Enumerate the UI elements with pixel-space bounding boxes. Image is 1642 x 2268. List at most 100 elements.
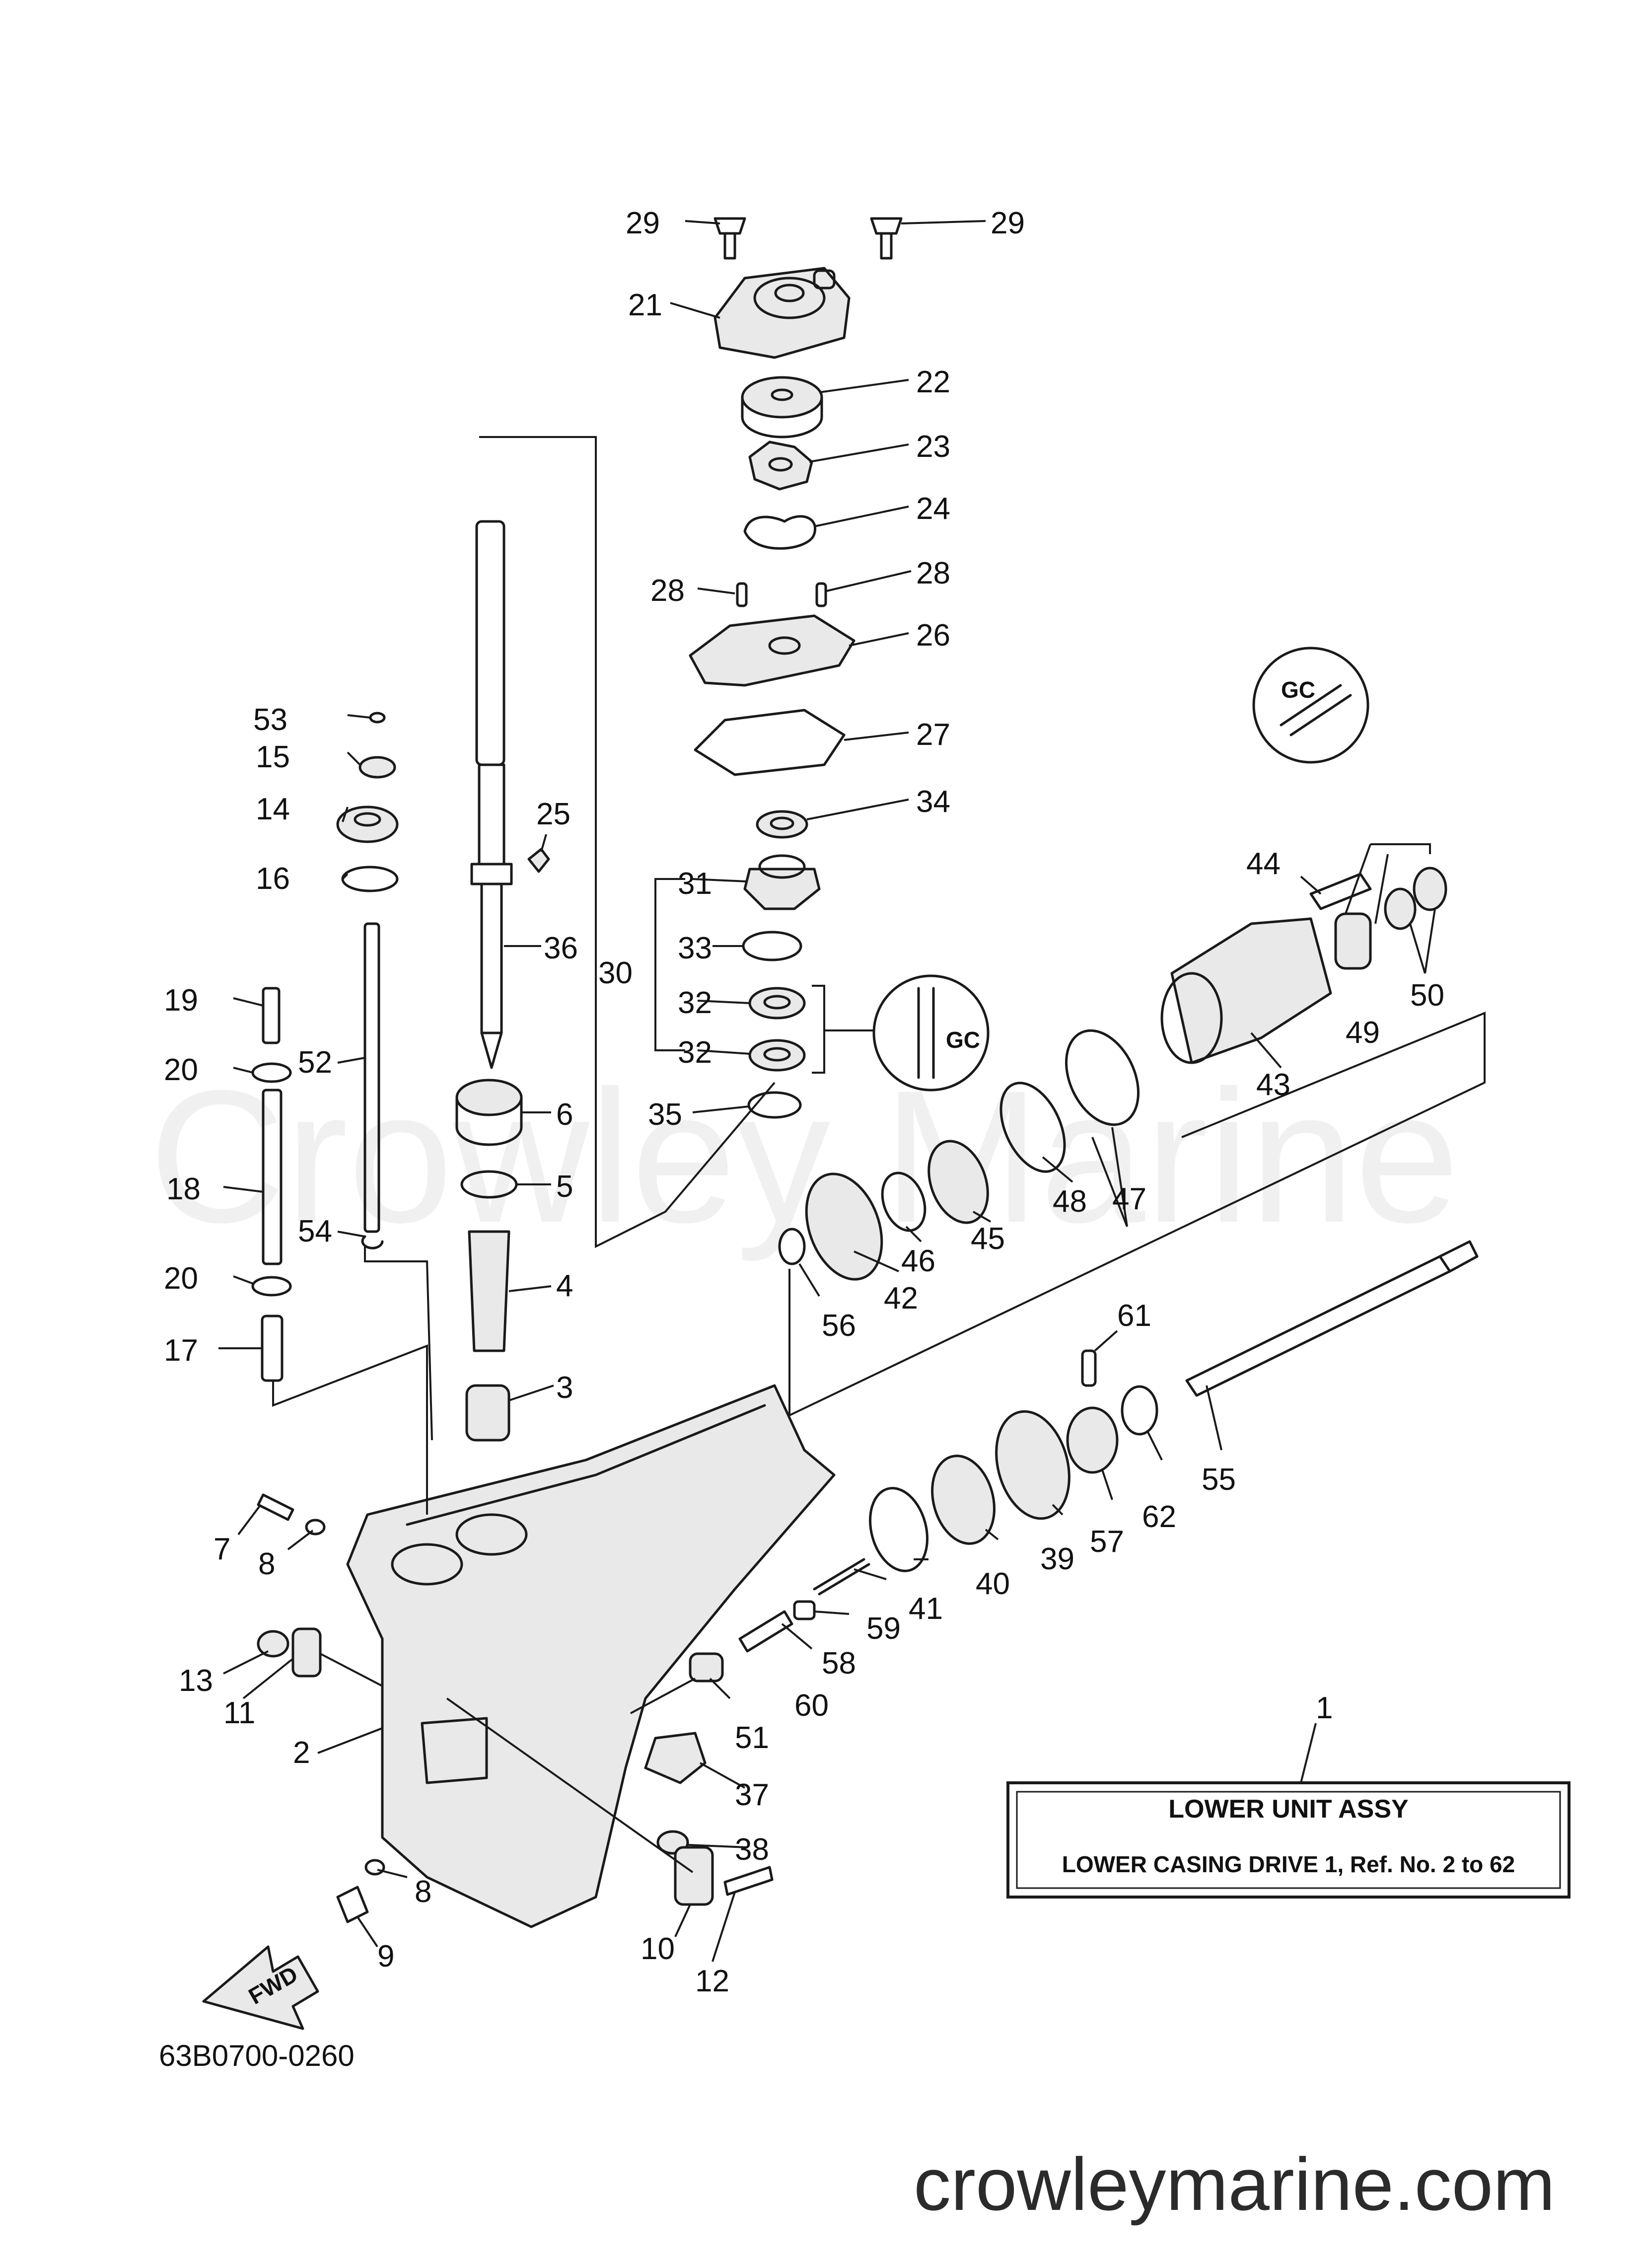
washer-8-lower	[364, 1859, 385, 1876]
callout-31: 31	[678, 867, 712, 901]
callout-9: 9	[377, 1939, 394, 1974]
callout-48: 48	[1053, 1184, 1087, 1219]
grommet-11	[291, 1627, 322, 1678]
callout-41: 41	[909, 1592, 943, 1626]
propeller-shaft-55	[1185, 1240, 1479, 1397]
callout-35: 35	[648, 1097, 682, 1132]
hose-nipple-17	[261, 1315, 284, 1382]
callout-32: 32	[678, 1035, 712, 1070]
callout-17: 17	[164, 1333, 198, 1368]
callout-1: 1	[1316, 1691, 1333, 1725]
water-pump-housing-21	[714, 267, 851, 359]
o-ring-16	[341, 866, 399, 892]
callout-51: 51	[735, 1721, 769, 1755]
callout-28: 28	[650, 574, 685, 608]
bolt-44	[1309, 873, 1372, 910]
callout-labels: 29 29 21 22 23 24 28 28 26 27 34 31 33 3…	[164, 206, 1444, 1998]
washer-15	[358, 756, 396, 779]
callout-13: 13	[179, 1664, 213, 1698]
callout-2: 2	[293, 1736, 310, 1770]
callout-54: 54	[298, 1214, 332, 1248]
svg-text:GC: GC	[946, 1027, 980, 1053]
shim-56	[778, 1228, 806, 1265]
callout-12: 12	[695, 1964, 729, 1998]
callout-59: 59	[866, 1611, 901, 1646]
callout-43: 43	[1256, 1068, 1290, 1102]
callout-57: 57	[1090, 1525, 1124, 1559]
o-ring-24	[743, 515, 817, 550]
forward-direction-arrow: FWD	[202, 1945, 319, 2030]
bolt-9	[336, 1886, 369, 1923]
ball-bearing-45	[928, 1140, 989, 1224]
callout-26: 26	[916, 618, 950, 653]
grease-symbol-top: GC	[1252, 647, 1369, 764]
grease-symbol-middle: GC	[872, 974, 990, 1092]
dowel-pin-28-right	[815, 582, 827, 607]
callout-4: 4	[556, 1269, 573, 1303]
callout-20: 20	[164, 1261, 198, 1296]
callout-22: 22	[916, 365, 950, 399]
callout-24: 24	[916, 492, 950, 526]
callout-47: 47	[1112, 1182, 1146, 1216]
pump-insert-cartridge-22	[741, 376, 823, 439]
bushing-6	[455, 1079, 523, 1146]
outer-plate-cartridge-26	[689, 614, 856, 687]
circlip-53	[369, 712, 386, 724]
callout-27: 27	[916, 718, 950, 752]
callout-45: 45	[971, 1222, 1005, 1256]
callout-10: 10	[641, 1932, 675, 1966]
callout-60: 60	[794, 1688, 829, 1723]
diagram-code: 63B0700-0260	[159, 2039, 355, 2072]
pinion-37	[644, 1732, 707, 1784]
callout-28: 28	[916, 556, 950, 590]
dowel-pin-28-left	[736, 582, 748, 607]
callout-40: 40	[976, 1567, 1010, 1601]
gasket-35	[747, 1091, 802, 1119]
watermark-text: Crowley Marine	[149, 1051, 1460, 1263]
callout-55: 55	[1202, 1463, 1236, 1497]
callout-49: 49	[1346, 1016, 1380, 1050]
assy-box-title: LOWER UNIT ASSY	[1168, 1795, 1408, 1824]
shim-48	[999, 1082, 1066, 1173]
cross-pin-61	[1081, 1349, 1097, 1387]
callout-32: 32	[678, 986, 712, 1020]
callout-38: 38	[735, 1832, 769, 1867]
shift-plunger-60	[738, 1610, 793, 1653]
callout-61: 61	[1117, 1299, 1151, 1333]
needle-bearing-3	[465, 1384, 510, 1442]
hose-18	[262, 1089, 283, 1265]
svg-text:GC: GC	[1281, 677, 1315, 703]
callout-7: 7	[214, 1532, 230, 1566]
sleeve-4	[468, 1230, 510, 1352]
spring-62	[1121, 1385, 1158, 1436]
callout-36: 36	[544, 931, 578, 965]
lower-unit-assy-box: LOWER UNIT ASSY LOWER CASING DRIVE 1, Re…	[1006, 1781, 1571, 1899]
callout-56: 56	[822, 1309, 856, 1343]
grommet-10	[674, 1846, 714, 1906]
callout-53: 53	[253, 703, 287, 737]
shim-41	[868, 1487, 929, 1572]
gasket-27	[694, 709, 846, 776]
forward-gear-39	[995, 1410, 1071, 1520]
callout-29: 29	[991, 206, 1025, 240]
callout-8: 8	[415, 1875, 431, 1909]
bolt-29-right	[870, 217, 903, 260]
callout-46: 46	[901, 1244, 935, 1278]
needle-bearing-49	[1334, 912, 1372, 970]
oil-seal-housing-31	[743, 854, 821, 910]
callout-8: 8	[258, 1547, 275, 1581]
callout-29: 29	[626, 206, 660, 240]
clip-20-lower	[251, 1276, 292, 1297]
callout-33: 33	[678, 931, 712, 965]
oil-seal-32-lower	[748, 1039, 806, 1072]
oil-seal-50-a	[1384, 887, 1417, 930]
oil-seal-34	[756, 810, 808, 839]
woodruff-key-25	[527, 848, 550, 873]
callout-34: 34	[916, 785, 950, 819]
callout-39: 39	[1040, 1542, 1074, 1576]
shift-cam-51	[689, 1652, 724, 1683]
oil-seal-50-b	[1413, 867, 1447, 911]
spring-59	[813, 1558, 870, 1596]
o-ring-33	[742, 931, 802, 961]
callout-15: 15	[256, 740, 290, 774]
